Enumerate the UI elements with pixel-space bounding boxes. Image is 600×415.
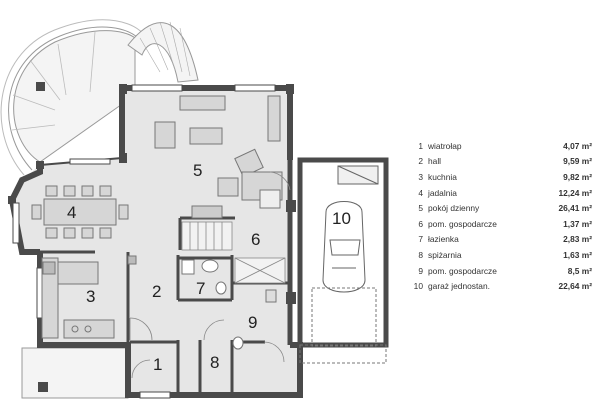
legend-num: 3 [418,171,423,182]
columns [8,84,296,304]
room-label-6: 6 [251,230,260,249]
legend-row: 10 garaż jednostan. 22,64 m² [412,278,592,294]
legend-name: spiżarnia [428,249,462,260]
legend-name: łazienka [428,234,459,245]
bathroom-fixtures [181,259,277,350]
garage-door [299,287,387,364]
legend-area: 2,83 m² [563,234,592,245]
stairs [181,221,286,284]
legend-name: garaż jednostan. [428,281,490,292]
room-label-7: 7 [196,279,205,298]
legend-row: 1 wiatrołap 4,07 m² [412,138,592,154]
living-furniture [154,95,283,219]
legend-area: 26,41 m² [558,203,592,214]
legend-name: kuchnia [428,171,457,182]
legend-name: wiatrołap [428,140,462,151]
legend-num: 4 [418,187,423,198]
legend-name: pom. gospodarcze [428,218,497,229]
doors [129,171,291,379]
dining-table [31,185,129,239]
legend-row: 6 pom. gospodarcze 1,37 m² [412,216,592,232]
legend-name: jadalnia [428,187,457,198]
legend-area: 4,07 m² [563,140,592,151]
legend-name: pom. gospodarcze [428,265,497,276]
legend-name: hall [428,156,442,167]
legend-area: 1,63 m² [563,249,592,260]
legend-area: 9,59 m² [563,156,592,167]
legend-area: 1,37 m² [563,218,592,229]
legend-area: 12,24 m² [558,187,592,198]
room-label-2: 2 [152,282,161,301]
legend-num: 7 [418,234,423,245]
room-label-4: 4 [67,203,76,222]
legend-row: 9 pom. gospodarcze 8,5 m² [412,263,592,279]
room-label-8: 8 [210,353,219,372]
legend-area: 9,82 m² [563,171,592,182]
legend-name: pokój dzienny [428,203,480,214]
room-label-9: 9 [248,313,257,332]
legend-area: 8,5 m² [567,265,592,276]
legend-num: 10 [413,281,423,292]
room-label-10: 10 [332,209,351,228]
room-label-1: 1 [153,355,162,374]
legend-row: 4 jadalnia 12,24 m² [412,185,592,201]
legend-area: 22,64 m² [558,281,592,292]
legend-num: 2 [418,156,423,167]
legend-num: 6 [418,218,423,229]
room-label-5: 5 [193,161,202,180]
legend-row: 7 łazienka 2,83 m² [412,232,592,248]
legend-row: 8 spiżarnia 1,63 m² [412,247,592,263]
legend-row: 3 kuchnia 9,82 m² [412,169,592,185]
room-legend: 1 wiatrołap 4,07 m² 2 hall 9,59 m² 3 kuchnia 9,8… [412,138,592,294]
legend-num: 1 [418,140,423,151]
room-label-3: 3 [86,287,95,306]
legend-num: 5 [418,203,423,214]
legend-row: 2 hall 9,59 m² [412,154,592,170]
floor-plan: 1 2 3 4 5 6 7 8 9 10 [0,19,389,399]
legend-row: 5 pokój dzienny 26,41 m² [412,200,592,216]
kitchen-furniture [41,255,137,339]
legend-num: 8 [418,249,423,260]
legend-num: 9 [418,265,423,276]
floor-area [10,88,389,399]
terrace [0,19,199,176]
